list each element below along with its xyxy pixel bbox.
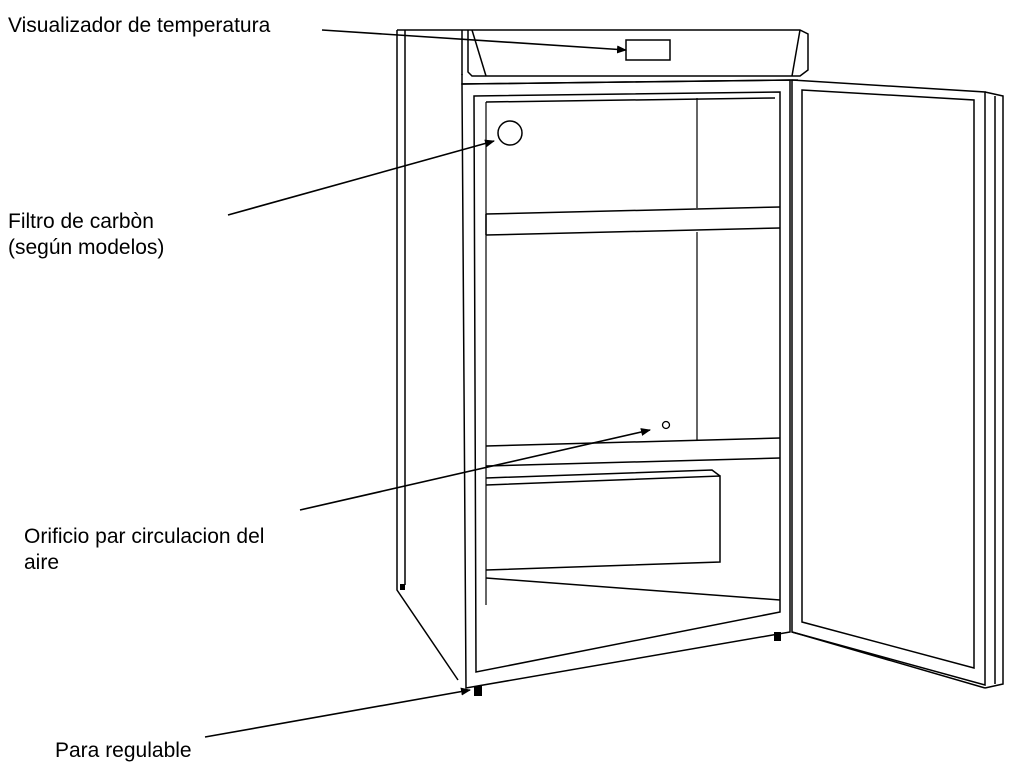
- arrow-adjustable-foot: [204, 687, 471, 738]
- bottom-drawer: [485, 469, 781, 601]
- cabinet-side-panel: [396, 29, 463, 681]
- upper-shelf: [485, 206, 781, 236]
- leader-arrows: [204, 29, 651, 738]
- arrow-temperature-display: [321, 29, 627, 54]
- adjustable-foot-front-right: [774, 632, 781, 641]
- carbon-filter: [497, 120, 523, 146]
- fridge-door: [791, 79, 1004, 689]
- label-adjustable-foot: Para regulable: [55, 739, 192, 762]
- label-temperature-display: Visualizador de temperatura: [8, 14, 271, 37]
- lower-shelf: [485, 437, 781, 467]
- air-circulation-hole: [661, 420, 671, 430]
- label-carbon-filter: Filtro de carbòn (según modelos): [8, 209, 164, 261]
- inner-back-wall: [485, 98, 698, 605]
- adjustable-foot-back-left: [400, 584, 405, 590]
- label-air-hole-line1: Orificio par circulacion del: [24, 525, 265, 548]
- adjustable-foot-front-left: [474, 686, 482, 696]
- cabinet-front-frame: [461, 79, 791, 689]
- label-air-hole: Orificio par circulacion del aire: [24, 524, 264, 576]
- label-air-hole-line2: aire: [24, 551, 60, 574]
- arrow-carbon-filter: [227, 139, 495, 216]
- temperature-display: [625, 39, 671, 61]
- label-carbon-filter-line1: Filtro de carbòn: [8, 210, 154, 233]
- arrow-air-hole: [299, 428, 651, 511]
- label-carbon-filter-line2: (según modelos): [8, 236, 165, 259]
